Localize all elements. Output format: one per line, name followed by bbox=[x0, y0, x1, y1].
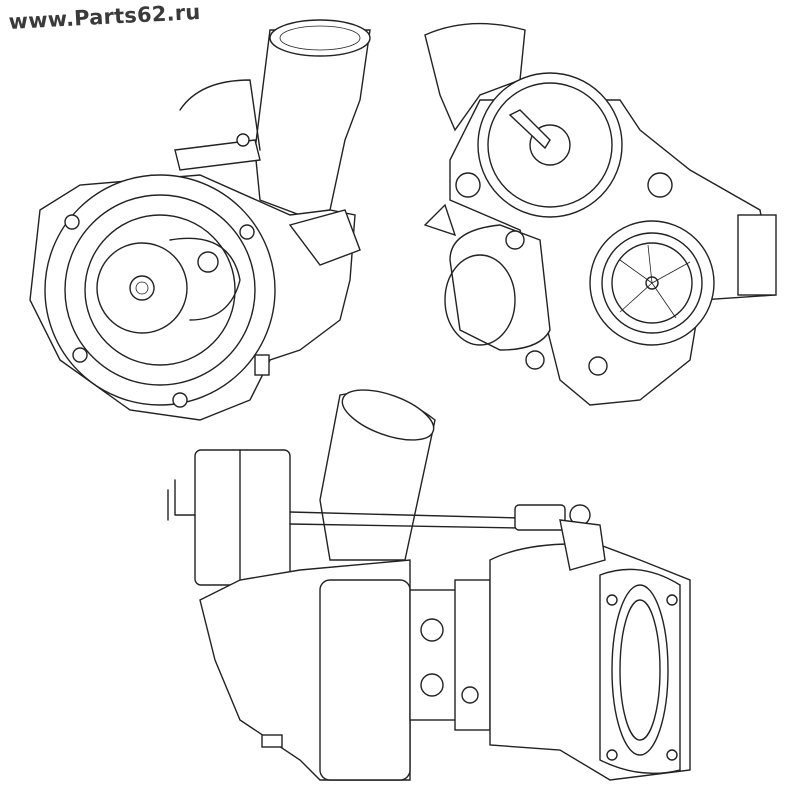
compressor-side-view bbox=[423, 22, 777, 406]
turbine-side-view bbox=[29, 19, 371, 421]
side-elevation-view bbox=[167, 389, 691, 781]
